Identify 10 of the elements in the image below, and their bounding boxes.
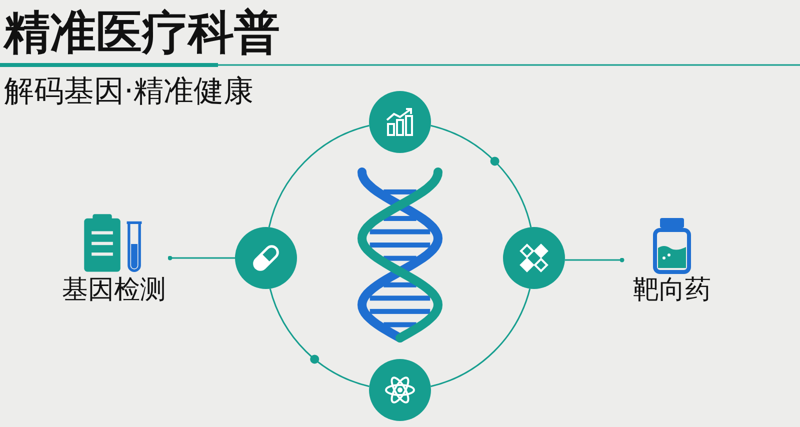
- connector-line: [268, 124, 370, 228]
- connector-line: [168, 256, 235, 260]
- connector-line: [430, 124, 532, 228]
- connector-line: [430, 288, 531, 388]
- subtitle: 解码基因·精准健康: [4, 73, 254, 111]
- node-label: 靶向药: [633, 274, 711, 306]
- connector-line: [269, 288, 370, 388]
- node-label: 基因检测: [62, 274, 166, 306]
- title: 精准医疗科普: [4, 4, 280, 61]
- connector-line: [565, 258, 624, 262]
